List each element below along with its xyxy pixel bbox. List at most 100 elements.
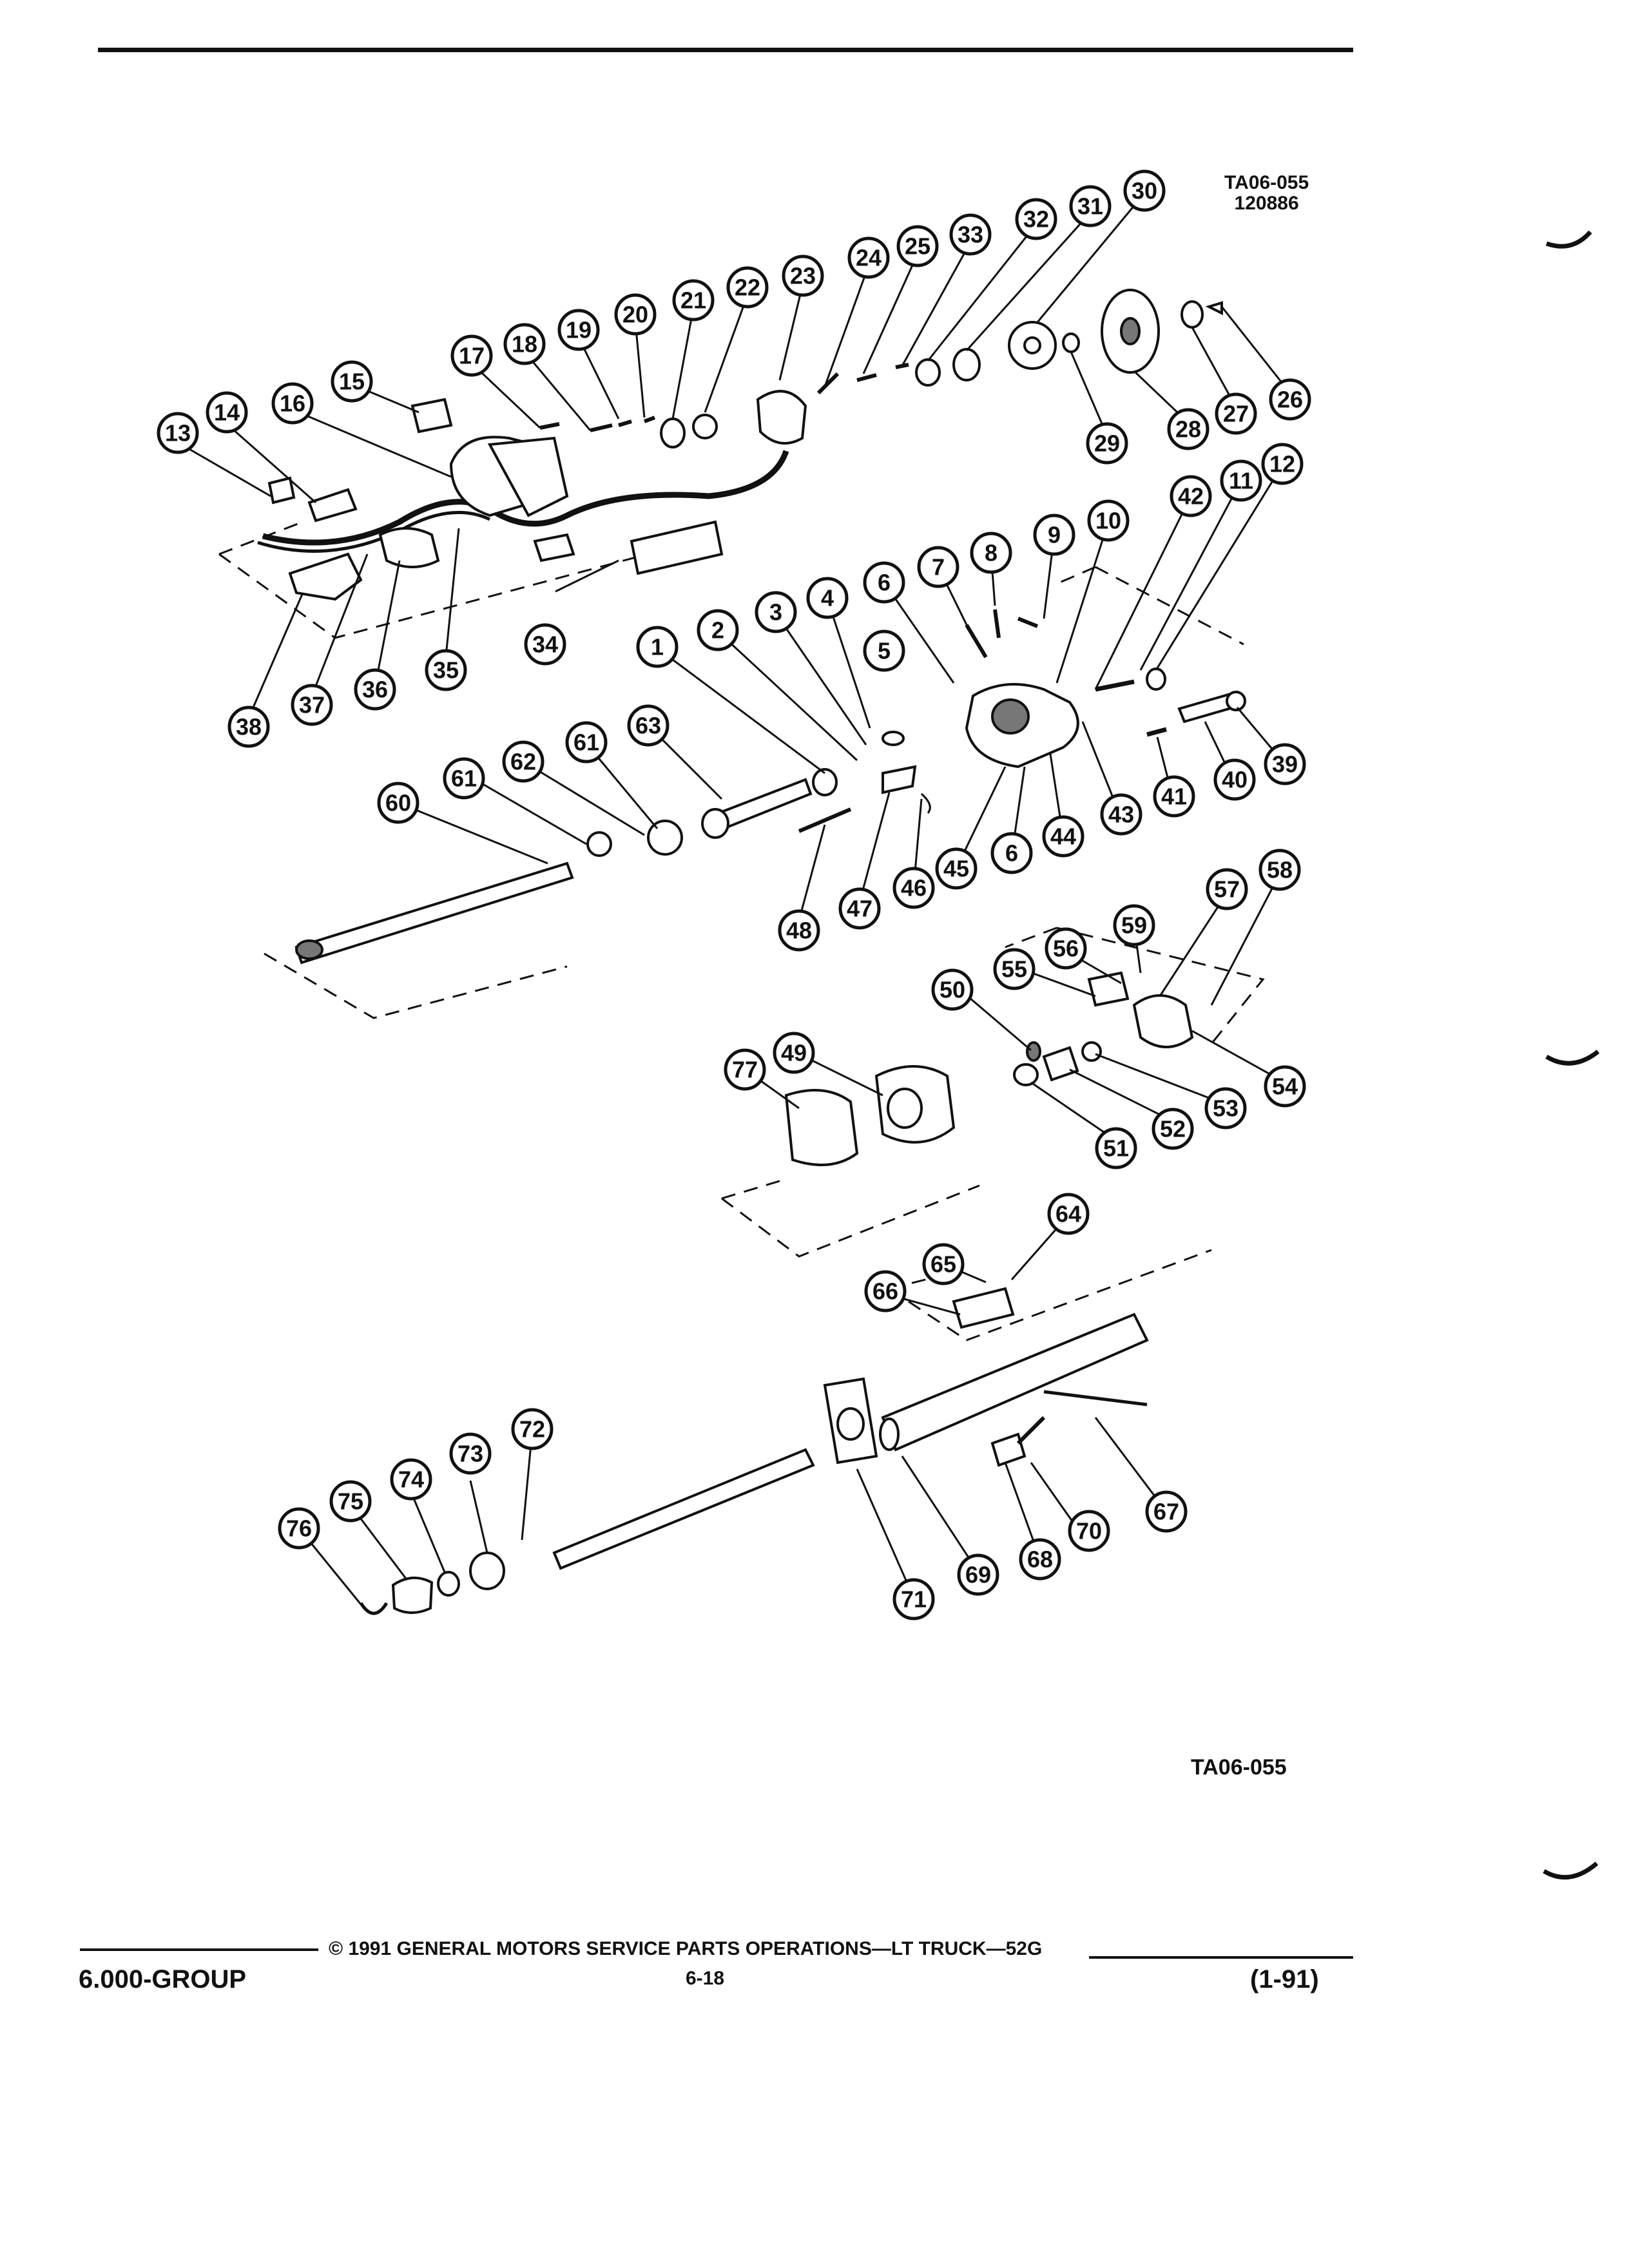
callout-label: 71 [901, 1586, 927, 1613]
adapter-75 [391, 1576, 434, 1614]
callout-63: 63 [627, 704, 670, 747]
callout-label: 74 [398, 1466, 424, 1493]
mast-jacket-69 [881, 1312, 1149, 1452]
callout-53: 53 [1204, 1087, 1247, 1129]
callout-21: 21 [672, 279, 715, 322]
figure-code-bottom: TA06-055 [1191, 1755, 1287, 1780]
screw-19 [618, 419, 632, 427]
callout-26: 26 [1269, 378, 1311, 421]
switch-clip [307, 488, 358, 523]
bearing-1 [812, 768, 838, 796]
wiring-harness [262, 450, 789, 546]
pin-17 [539, 422, 560, 430]
callout-label: 64 [1055, 1201, 1081, 1227]
callout-69: 69 [957, 1553, 999, 1596]
footer-revision: (1-91) [1250, 1965, 1319, 1994]
callout-label: 38 [236, 714, 262, 740]
callout-label: 47 [847, 896, 872, 922]
callout-40: 40 [1213, 758, 1256, 801]
collar-31 [915, 358, 941, 387]
callout-65: 65 [922, 1243, 965, 1285]
callout-10: 10 [1087, 499, 1130, 542]
callout-label: 57 [1214, 876, 1240, 903]
nut-27 [1181, 300, 1204, 329]
callout-label: 13 [165, 420, 191, 447]
callout-label: 59 [1121, 912, 1147, 939]
callout-label: 16 [280, 390, 305, 417]
callout-64: 64 [1047, 1193, 1090, 1235]
callout-label: 11 [1229, 468, 1253, 494]
cap-39 [1226, 691, 1246, 711]
callout-55: 55 [993, 948, 1036, 990]
ring-53 [1081, 1041, 1102, 1062]
figure-code: TA06-055 [1224, 172, 1309, 193]
horn-ring-inner [1120, 317, 1141, 345]
callout-label: 46 [901, 875, 927, 901]
callout-label: 25 [905, 233, 930, 260]
callout-label: 2 [711, 617, 724, 644]
bearing-cup [660, 418, 686, 448]
washer-12 [1146, 668, 1166, 691]
callout-label: 45 [943, 856, 969, 882]
figure-code-top: TA06-055 120886 [1224, 173, 1309, 214]
callout-75: 75 [329, 1480, 372, 1523]
lever-24 [816, 372, 840, 395]
plate-71-bore [836, 1407, 865, 1441]
footer-copyright: © 1991 GENERAL MOTORS SERVICE PARTS OPER… [329, 1938, 1043, 1959]
callout-54: 54 [1264, 1065, 1306, 1108]
footer-group: 6.000-GROUP [79, 1965, 247, 1994]
rod-48 [798, 807, 852, 833]
callout-23: 23 [782, 255, 824, 297]
mounting-bracket [630, 520, 724, 575]
callout-50: 50 [931, 968, 974, 1011]
callout-label: 23 [790, 263, 816, 289]
steering-shaft-63 [720, 778, 813, 829]
footer-rule-left [80, 1948, 318, 1951]
ring-49-bore [887, 1088, 923, 1129]
footer-page-number: 6-18 [686, 1968, 725, 1989]
callout-label: 49 [781, 1040, 807, 1066]
callout-label: 17 [459, 343, 485, 369]
callout-71: 71 [892, 1578, 935, 1620]
callout-label: 18 [512, 331, 537, 358]
callout-59: 59 [1113, 904, 1155, 947]
connector-plug [533, 533, 575, 562]
callout-47: 47 [838, 887, 881, 930]
callout-label: 20 [622, 302, 648, 328]
callout-label: 70 [1076, 1518, 1102, 1544]
callout-label: 32 [1023, 206, 1049, 233]
callout-14: 14 [206, 391, 248, 434]
callout-label: 36 [362, 677, 388, 703]
callout-45: 45 [935, 847, 978, 890]
callout-24: 24 [847, 236, 890, 279]
jacket-end [879, 1418, 900, 1451]
callout-label: 58 [1267, 857, 1293, 883]
callout-70: 70 [1068, 1510, 1110, 1552]
callout-36: 36 [354, 668, 396, 711]
callout-22: 22 [726, 266, 769, 309]
support-55 [1087, 971, 1130, 1007]
callout-label: 39 [1272, 751, 1298, 778]
callout-label: 77 [732, 1057, 758, 1083]
callout-61: 61 [443, 757, 485, 800]
callout-label: 69 [965, 1562, 991, 1588]
seal-74 [437, 1571, 460, 1597]
callout-label: 10 [1095, 508, 1121, 534]
callout-label: 76 [286, 1515, 312, 1542]
header-rule [98, 48, 1353, 52]
callout-label: 24 [856, 245, 882, 271]
callout-label: 9 [1048, 522, 1061, 548]
callout-label: 28 [1175, 416, 1201, 443]
callout-31: 31 [1069, 185, 1112, 227]
callout-label: 51 [1103, 1135, 1129, 1162]
callout-label: 3 [769, 599, 782, 626]
wire-46 [920, 793, 931, 814]
assembly-outline-middle [1056, 566, 1244, 646]
callout-9: 9 [1033, 514, 1075, 556]
callout-label: 75 [338, 1488, 363, 1515]
housing-bore [991, 698, 1030, 735]
callout-label: 12 [1269, 451, 1295, 477]
callout-label: 7 [932, 554, 945, 581]
callout-label: 73 [458, 1441, 483, 1467]
